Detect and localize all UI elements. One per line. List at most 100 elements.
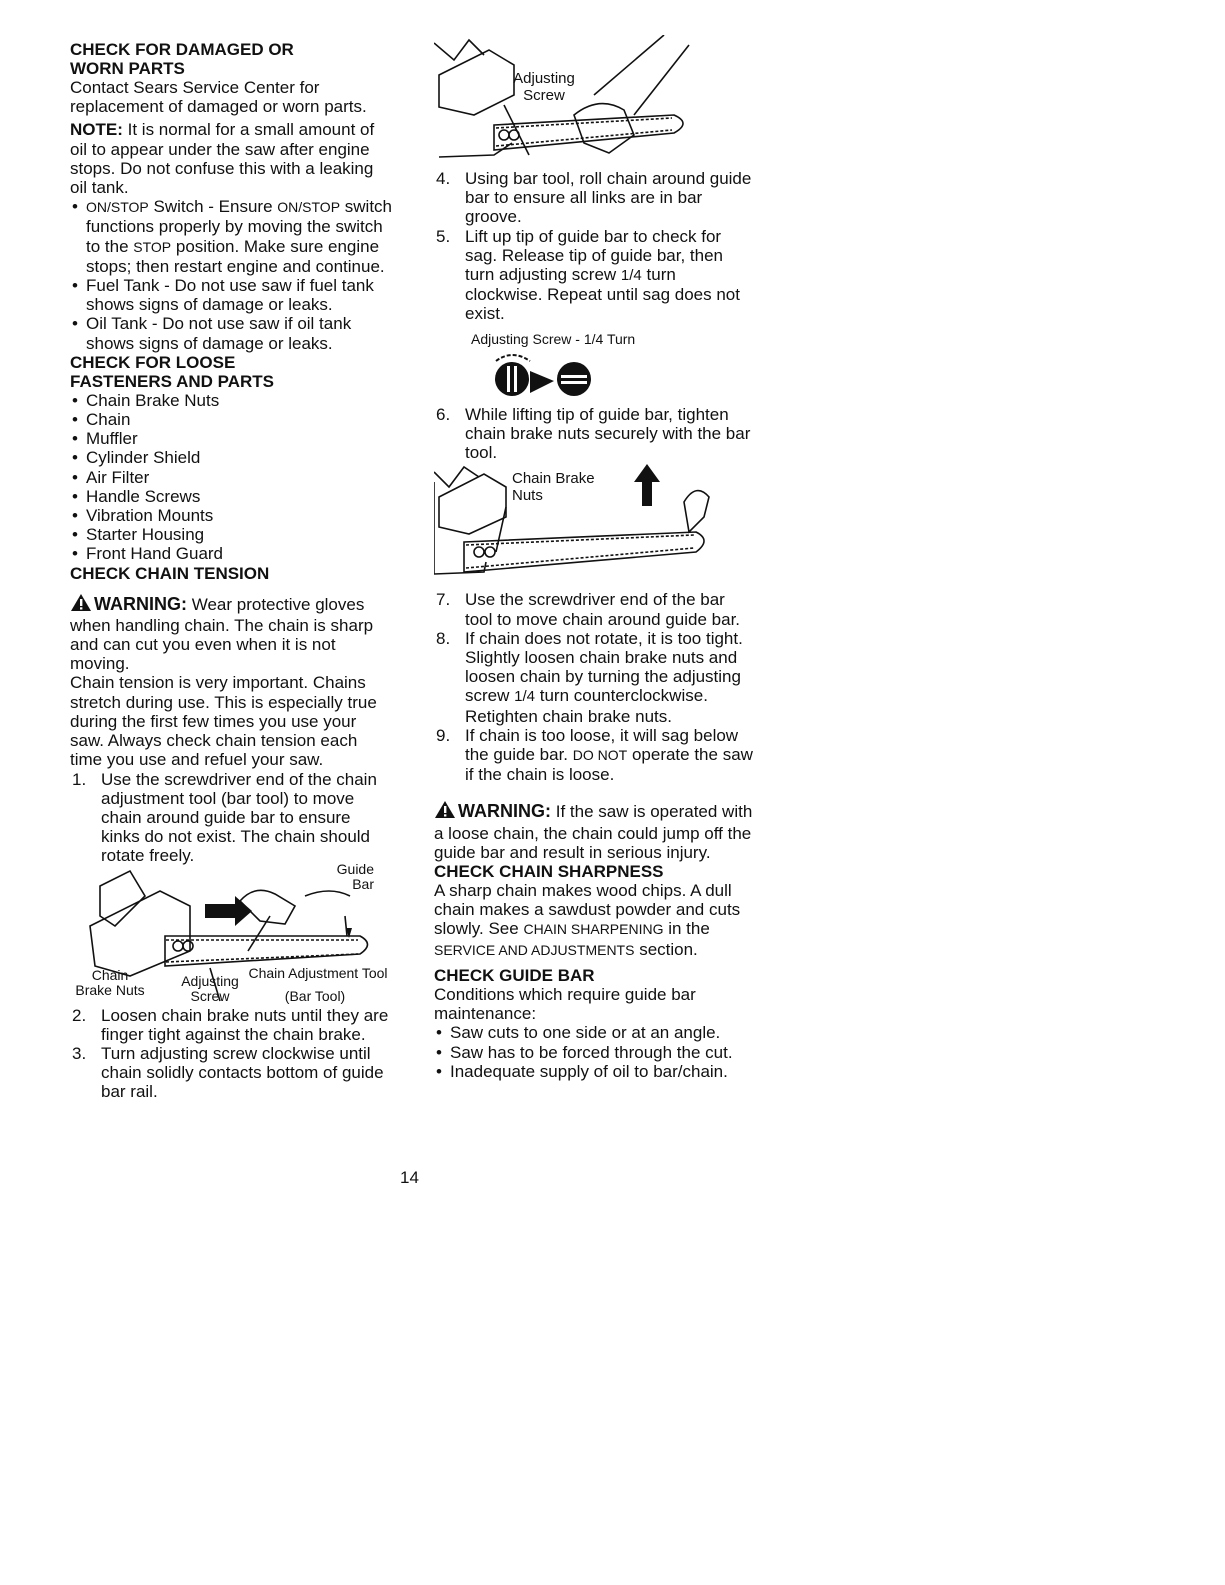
step-text: Turn adjusting screw clockwise until cha… (101, 1043, 384, 1102)
tension-text: Chain tension is very important. Chains … (70, 673, 377, 770)
sharpness-text-part: in the (668, 919, 710, 939)
steps-list-left: 1. Use the screwdriver end of the chain … (70, 770, 392, 866)
step-text: If chain does not rotate, it is too tigh… (465, 628, 743, 706)
figure-adjusting-screw: Adjusting Screw (434, 35, 754, 169)
sharpness-text: A sharp chain makes wood chips. A dull c… (434, 881, 754, 960)
heading-line: CHECK FOR LOOSE (70, 352, 236, 372)
step-text: Lift up tip of guide bar to check for sa… (465, 226, 724, 285)
note-label: NOTE: (70, 120, 123, 140)
saw-chain-brake-illustration (434, 464, 710, 576)
bar-tool-label: (Bar Tool) (284, 987, 346, 1004)
step-number: 9. (436, 725, 451, 745)
list-item: Oil Tank - Do not use saw if oil tank sh… (70, 314, 392, 352)
warning-label: WARNING: (94, 593, 187, 614)
list-item: ON/STOP Switch - Ensure ON/STOP switch f… (70, 197, 392, 276)
list-item: Fuel Tank - Do not use saw if fuel tank … (70, 276, 392, 314)
fraction: 1/4 (620, 267, 642, 285)
step-item: 6. While lifting tip of guide bar, tight… (434, 405, 754, 463)
step-number: 1. (72, 769, 87, 789)
step-number: 2. (72, 1005, 87, 1025)
step-text: Use the screwdriver end of the chain adj… (101, 769, 377, 866)
section-reference: SERVICE AND ADJUSTMENTS (434, 941, 635, 958)
step-item: 8. If chain does not rotate, it is too t… (434, 629, 754, 726)
figure-quarter-turn (434, 349, 754, 405)
chain-brake-nuts-label: Chain Brake Nuts (75, 966, 145, 998)
guide-bar-text: Conditions which require guide bar maint… (434, 984, 696, 1024)
warning-text: If the saw is operated with a loose chai… (434, 802, 753, 862)
list-item: Air Filter (70, 468, 392, 487)
stop-label: STOP (133, 238, 172, 255)
steps-list-right: 4. Using bar tool, roll chain around gui… (434, 169, 754, 324)
saw-illustration (89, 869, 369, 1001)
note-text: It is normal for a small amount of oil t… (70, 120, 375, 198)
steps-list-left-2: 2. Loosen chain brake nuts until they ar… (70, 1006, 392, 1102)
heading-loose-fasteners: CHECK FOR LOOSE FASTENERS AND PARTS (70, 353, 392, 391)
heading-line: FASTENERS AND PARTS (70, 371, 275, 391)
heading-line: WORN PARTS (70, 59, 185, 78)
list-item-text: Switch - Ensure (153, 197, 273, 217)
saw-adjusting-screw-illustration (434, 35, 690, 158)
sharpness-text-part: section. (639, 939, 698, 959)
list-item: Saw cuts to one side or at an angle. (434, 1023, 754, 1042)
step-item: 3. Turn adjusting screw clockwise until … (70, 1044, 392, 1102)
screw-rotation-icon (495, 353, 591, 396)
adjusting-screw-label: Adjusting Screw (513, 70, 575, 104)
sharpness-text-part: A sharp chain makes wood chips. A dull c… (434, 881, 741, 939)
step-number: 8. (436, 628, 451, 648)
step-text: If chain is too loose, it will sag below… (465, 725, 739, 765)
step-item: 2. Loosen chain brake nuts until they ar… (70, 1006, 392, 1044)
section-reference: CHAIN SHARPENING (523, 921, 664, 938)
note-paragraph: NOTE: It is normal for a small amount of… (70, 120, 392, 197)
step-item: 7. Use the screwdriver end of the bar to… (434, 590, 754, 628)
step-number: 4. (436, 169, 451, 188)
list-item-text: switch functions properly by moving the … (86, 197, 393, 256)
damaged-parts-text: Contact Sears Service Center for replace… (70, 78, 367, 117)
warning-triangle-icon (70, 593, 92, 616)
figure-chain-brake-nuts: Chain Brake Nuts (434, 462, 754, 590)
step-text: operate the saw if the chain is loose. (465, 745, 753, 785)
list-item: Cylinder Shield (70, 448, 392, 467)
chain-adjustment-tool-label: Chain Adjustment Tool (248, 964, 388, 981)
warning-paragraph: WARNING: Wear protective gloves when han… (70, 593, 392, 674)
guide-bar-label: Guide Bar (336, 860, 374, 892)
heading-damaged-parts: CHECK FOR DAMAGED OR WORN PARTS (70, 40, 392, 78)
step-text: Use the screwdriver end of the bar tool … (465, 590, 741, 629)
list-item: Inadequate supply of oil to bar/chain. (434, 1062, 754, 1081)
page-number: 14 (400, 1168, 419, 1187)
right-column: Adjusting Screw 4. Using bar tool, roll … (434, 35, 754, 1081)
heading-guide-bar: CHECK GUIDE BAR (434, 965, 595, 985)
onstop-label: ON/STOP (86, 199, 149, 216)
fraction: 1/4 (583, 330, 604, 347)
heading-chain-tension: CHECK CHAIN TENSION (70, 563, 270, 583)
step-text: Using bar tool, roll chain around guide … (465, 169, 752, 227)
step-item: 9. If chain is too loose, it will sag be… (434, 726, 754, 785)
heading-line: CHECK FOR DAMAGED OR (70, 40, 294, 59)
step-number: 5. (436, 226, 451, 246)
left-column: CHECK FOR DAMAGED OR WORN PARTS Contact … (70, 40, 392, 1102)
onstop-label: ON/STOP (277, 199, 341, 216)
list-item: Starter Housing (70, 525, 392, 544)
list-item: Vibration Mounts (70, 506, 392, 525)
step-text: turn counterclockwise. Retighten chain b… (465, 686, 708, 726)
guide-bar-list: Saw cuts to one side or at an angle. Saw… (434, 1023, 754, 1081)
list-item: Handle Screws (70, 487, 392, 506)
caption-text: Turn (606, 330, 636, 347)
adjusting-screw-label: Adjusting Screw (181, 972, 239, 1004)
steps-list-right-3: 7. Use the screwdriver end of the bar to… (434, 590, 754, 784)
chain-brake-nuts-label: Chain Brake Nuts (512, 470, 595, 505)
step-number: 7. (436, 590, 451, 610)
steps-list-right-2: 6. While lifting tip of guide bar, tight… (434, 405, 754, 463)
step-number: 3. (72, 1043, 87, 1063)
fraction: 1/4 (514, 688, 535, 706)
warning-label: WARNING: (458, 801, 551, 822)
step-text: Loosen chain brake nuts until they are f… (101, 1005, 389, 1044)
list-item: Front Hand Guard (70, 544, 392, 563)
step-item: 1. Use the screwdriver end of the chain … (70, 770, 392, 866)
do-not-label: DO NOT (572, 747, 628, 764)
quarter-turn-caption: Adjusting Screw - 1/4 Turn (434, 330, 754, 349)
list-item: Muffler (70, 429, 392, 448)
warning-triangle-icon (434, 800, 456, 823)
step-number: 6. (436, 404, 451, 424)
list-item: Chain (70, 410, 392, 429)
list-item-text: position. Make sure engine stops; then r… (86, 236, 385, 276)
